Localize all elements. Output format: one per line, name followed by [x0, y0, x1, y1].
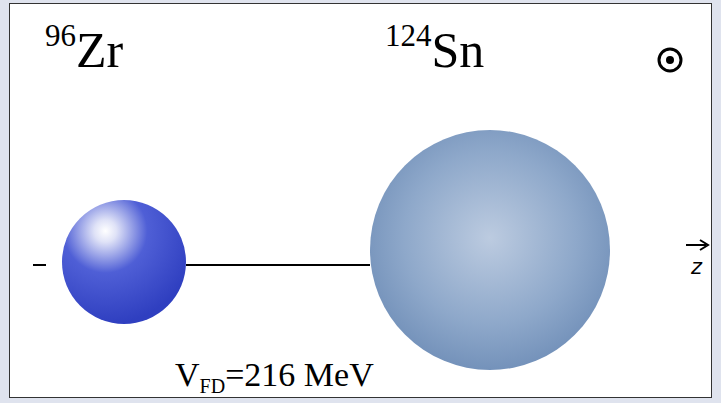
out-of-plane-symbol [659, 49, 681, 71]
nucleus-sphere [370, 130, 610, 370]
nucleus-sphere [62, 200, 186, 324]
nucleus-label: 96Zr [45, 25, 123, 75]
nucleus-node: 124Sn [360, 10, 630, 390]
axis-dash [33, 264, 46, 266]
axis-arrow [686, 244, 706, 246]
axis-connector [186, 264, 370, 266]
axis-label: z [691, 255, 702, 279]
potential-label: VFD=216 MeV [175, 356, 374, 394]
nucleus-node: 96Zr [30, 10, 230, 340]
nucleus-label: 124Sn [385, 25, 484, 75]
out-of-plane-dot [666, 56, 674, 64]
axis-arrowhead [700, 240, 708, 250]
